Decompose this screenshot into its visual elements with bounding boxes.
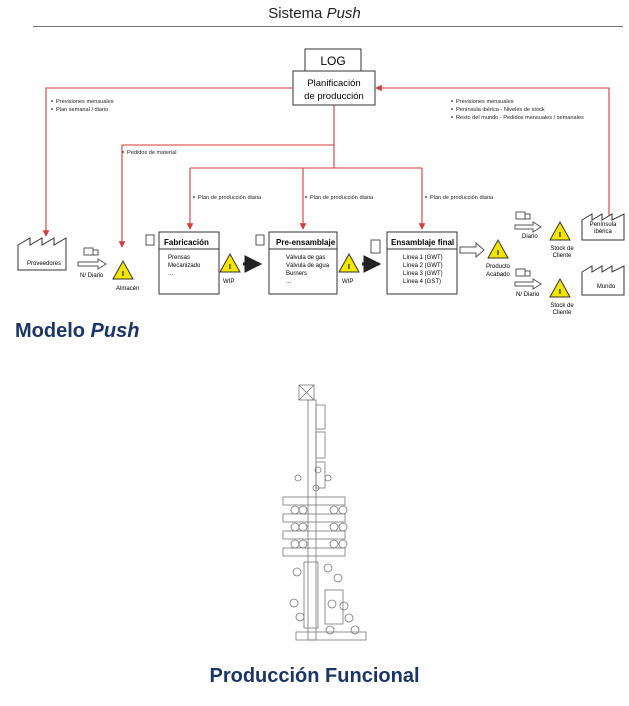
suppliers-label: Proveedores <box>27 261 61 267</box>
iberia-line1: Península <box>590 222 617 228</box>
log-label: LOG <box>320 54 345 68</box>
ship-arrow <box>459 241 485 259</box>
truck-icon-iberia <box>515 211 531 220</box>
warehouse-inventory-glyph: I <box>122 271 124 278</box>
delivery-arrow <box>77 258 107 270</box>
operator-icon-3 <box>370 239 381 254</box>
client-stock-icon-2 <box>549 277 571 298</box>
wip-inventory-icon-2 <box>338 252 360 273</box>
warehouse-inventory-icon <box>112 259 134 280</box>
right-forecast-3: Resto del mundo - Pedidos mensuales / se… <box>456 115 584 121</box>
supplier-frequency: N/ Diario <box>80 273 104 279</box>
daily-label: Diario <box>522 234 538 240</box>
left-forecast-1: Previsiones mensuales <box>56 99 114 105</box>
final-assembly-title: Ensamblaje final <box>391 238 454 247</box>
fabrication-item-2: Mecanizado <box>168 263 201 269</box>
title-underline <box>33 26 623 27</box>
n-daily-arrow <box>514 278 542 290</box>
world-factory-icon <box>581 265 625 296</box>
fabrication-title: Fabricación <box>164 238 209 247</box>
daily-plan-label-2: Plan de producción diaria <box>310 195 374 201</box>
suppliers-factory-icon <box>17 237 67 271</box>
client-stock2-line2: Cliente <box>553 310 572 316</box>
preassembly-station <box>268 231 338 295</box>
wip-label-1: WIP <box>223 279 234 285</box>
title-prefix: Sistema <box>268 5 327 22</box>
wip-inventory-glyph-2: I <box>348 264 350 271</box>
iberia-factory-icon <box>581 213 625 241</box>
daily-arrow <box>514 221 542 233</box>
operator-icon-2 <box>255 234 265 246</box>
final-assembly-item-4: Línea 4 (GST) <box>403 279 441 285</box>
client-stock1-line1: Stock de <box>550 246 574 252</box>
client-stock-glyph-2: I <box>559 289 561 296</box>
daily-plan-label-3: Plan de producción diaria <box>430 195 494 201</box>
preassembly-item-3: Burners <box>286 271 307 277</box>
planning-line2: de producción <box>304 91 364 102</box>
final-assembly-station <box>386 231 458 295</box>
final-assembly-item-3: Línea 3 (GWT) <box>403 271 443 277</box>
client-stock2-line1: Stock de <box>550 303 574 309</box>
fabrication-item-3: ... <box>168 271 173 277</box>
fabrication-station <box>158 231 220 295</box>
planning-line1: Planificación <box>307 78 360 89</box>
preassembly-item-1: Válvula de gas <box>286 255 325 261</box>
operator-icon-1 <box>145 234 155 246</box>
final-assembly-item-2: Línea 2 (GWT) <box>403 263 443 269</box>
client-stock1-line2: Cliente <box>553 253 572 259</box>
finished-line2: Acabado <box>486 272 510 278</box>
title-italic: Push <box>326 5 361 22</box>
truck-icon-world <box>515 268 531 277</box>
daily-plan-label-1: Plan de producción diaria <box>198 195 262 201</box>
iberia-to-planning-arrow <box>375 84 610 235</box>
final-assembly-item-1: Línea 1 (GWT) <box>403 255 443 261</box>
finished-line1: Producto <box>486 264 511 270</box>
iberia-line2: ibérica <box>594 229 612 235</box>
material-orders-arrow <box>118 144 334 248</box>
world-label: Mundo <box>597 284 616 290</box>
preassembly-item-2: Válvula de agua <box>286 263 330 269</box>
heading-functional-production: Producción Funcional <box>209 665 420 687</box>
right-forecast-2: Península ibérica - Niveles de stock <box>456 107 545 113</box>
left-forecast-2: Plan semanal / diario <box>56 107 108 113</box>
warehouse-label: Almacén <box>116 286 139 292</box>
forecast-to-suppliers-arrow <box>42 87 293 237</box>
wip-inventory-icon-1 <box>219 252 241 273</box>
heading-push-italic: Push <box>90 320 140 342</box>
client-stock-glyph-1: I <box>559 232 561 239</box>
client-stock-icon-1 <box>549 220 571 241</box>
page-title: Sistema Push <box>0 5 629 22</box>
n-daily-label: N/ Diario <box>516 292 540 298</box>
wip-label-2: WIP <box>342 279 353 285</box>
heading-push-prefix: Modelo <box>15 320 91 342</box>
preassembly-title: Pre-ensamblaje <box>276 238 336 247</box>
planning-box <box>292 70 376 106</box>
preassembly-item-4: ... <box>286 279 291 285</box>
finished-goods-glyph: I <box>497 250 499 257</box>
heading-push-model: Modelo Push <box>15 320 139 343</box>
wip-inventory-glyph-1: I <box>229 264 231 271</box>
material-orders-label: Pedidos de material <box>127 150 176 156</box>
fabrication-item-1: Prensas <box>168 255 190 261</box>
right-forecast-1: Previsiones mensuales <box>456 99 514 105</box>
finished-goods-icon <box>487 238 509 259</box>
truck-icon <box>83 247 99 256</box>
